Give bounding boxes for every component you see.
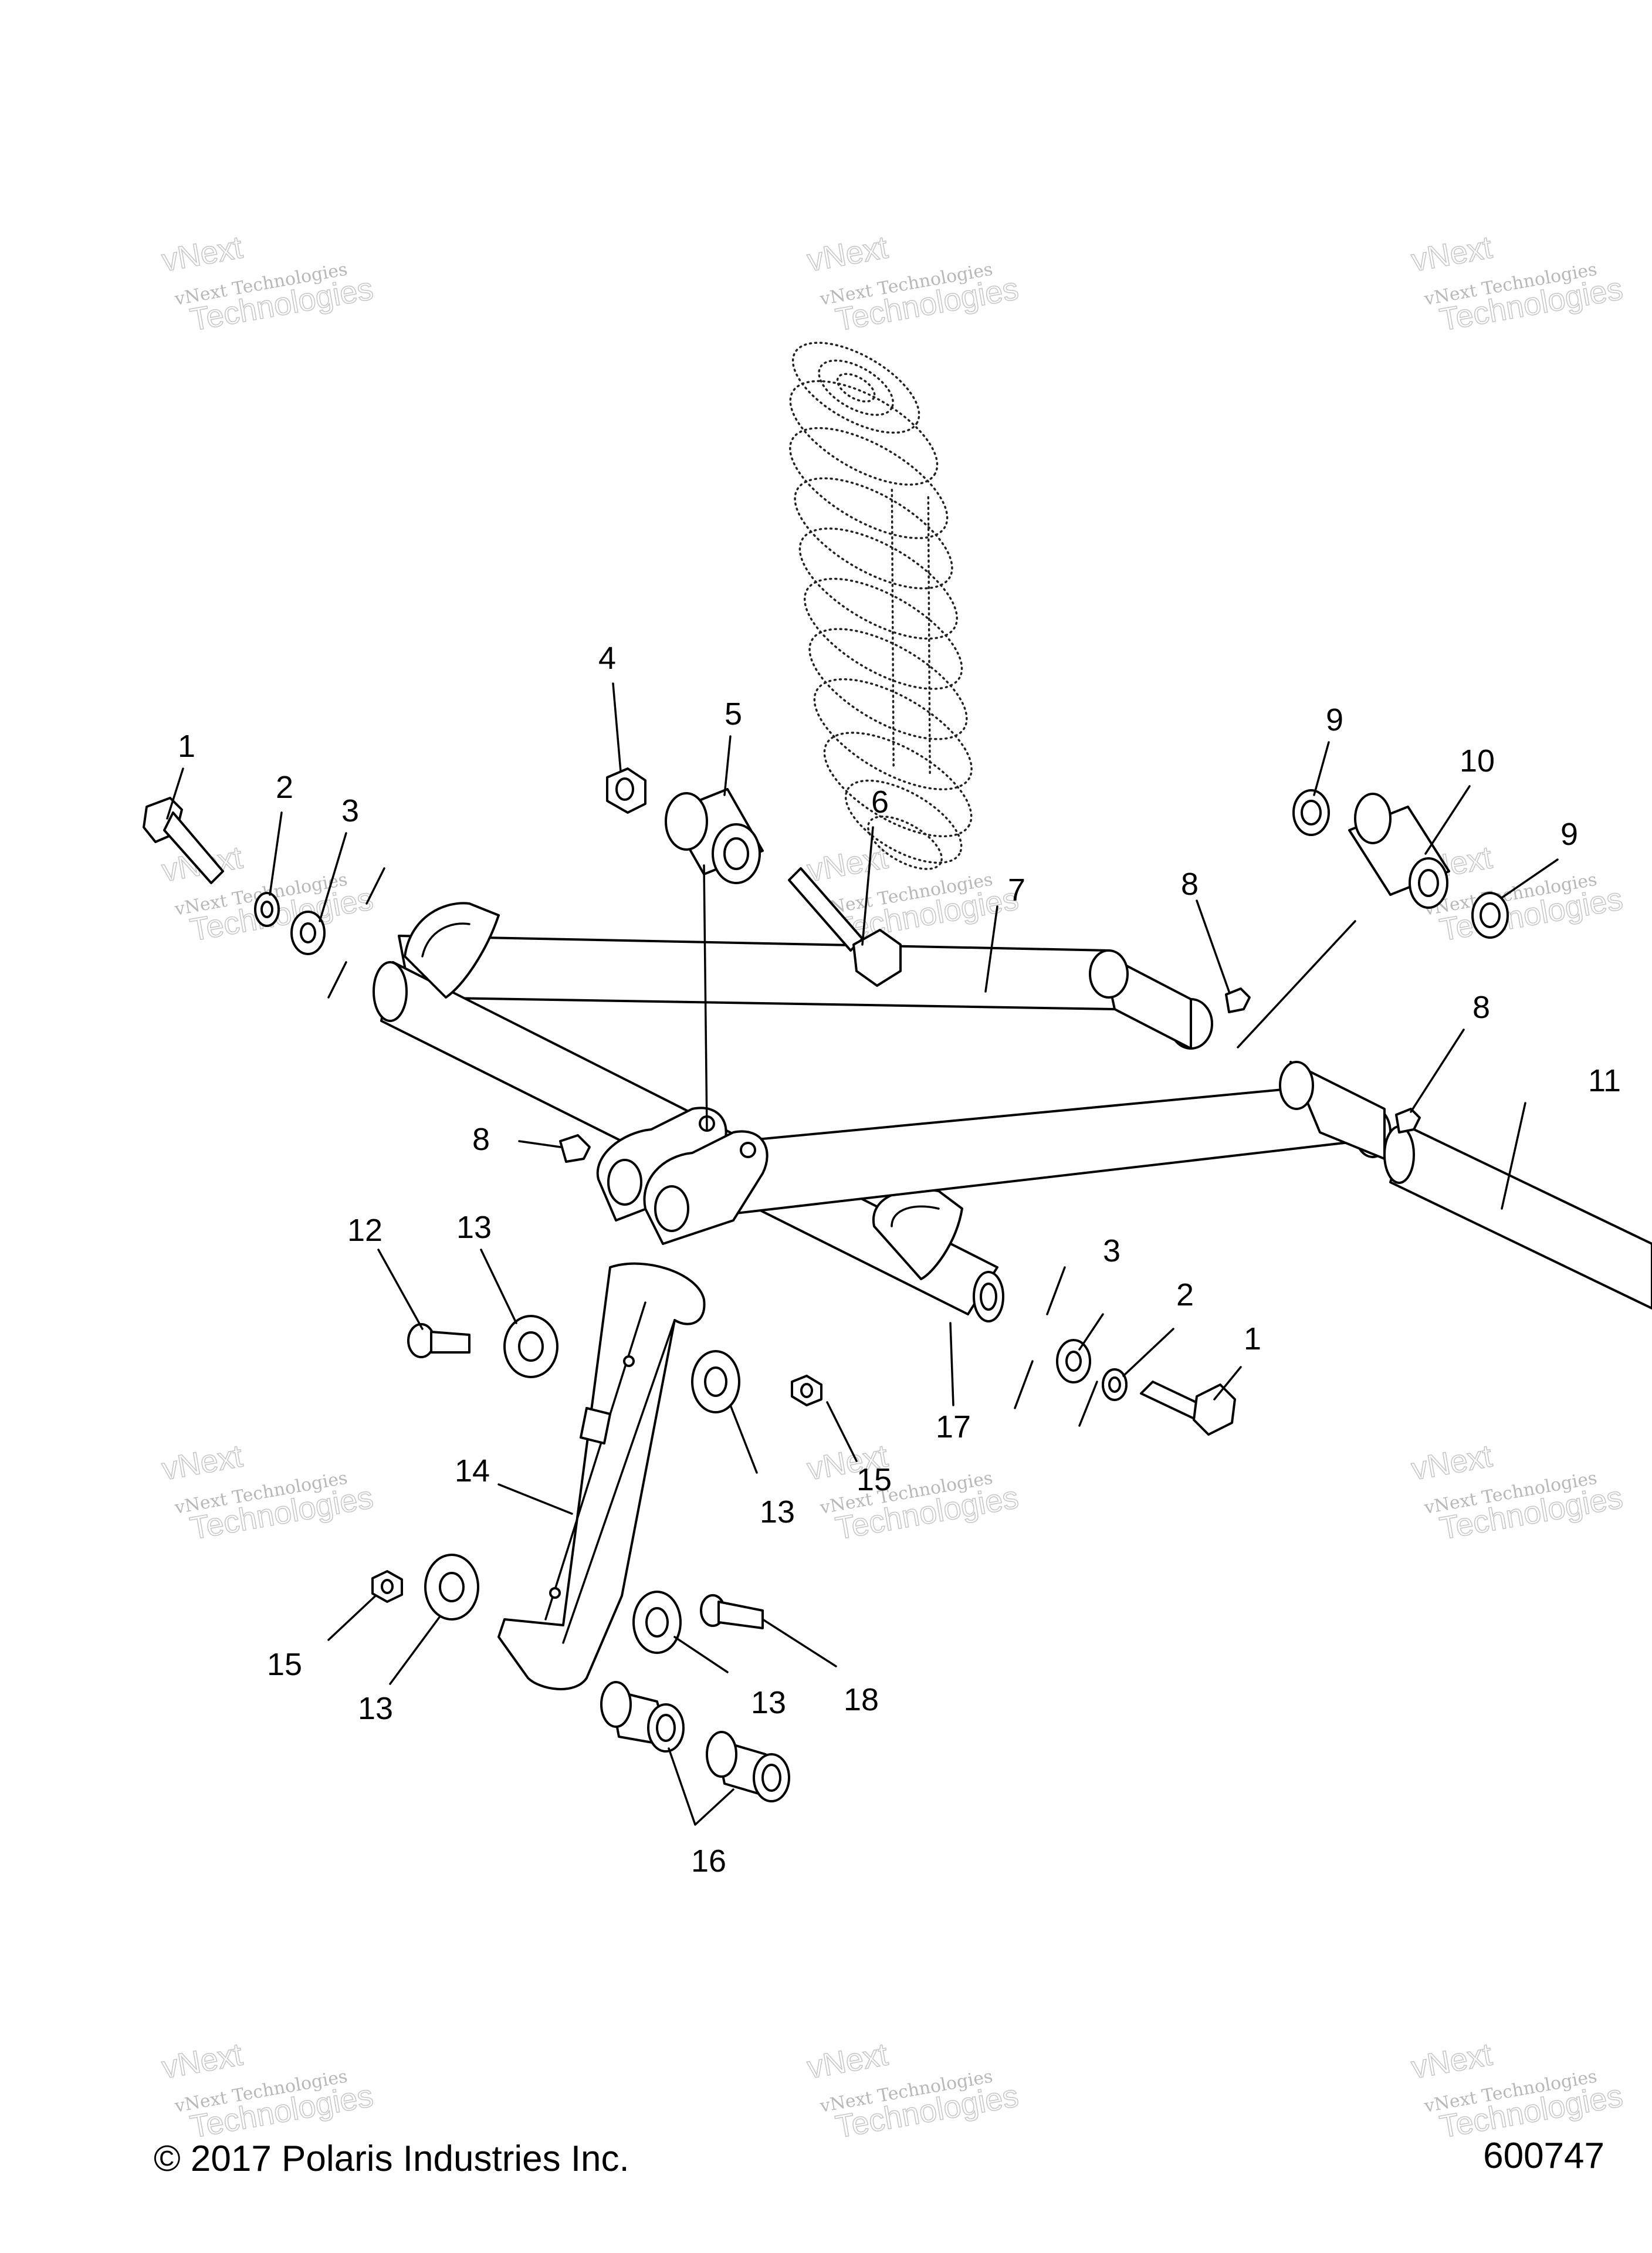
torque-link-arm [497, 1262, 706, 1690]
callout-13-top: 13 [456, 1210, 492, 1245]
svg-text:vNext: vNext [159, 1438, 245, 1487]
callout-7: 7 [1008, 872, 1025, 908]
callout-13-bottom-right: 13 [751, 1685, 786, 1720]
callout-1-right: 1 [1244, 1321, 1261, 1356]
callout-13-mid: 13 [760, 1494, 795, 1530]
svg-text:vNext: vNext [1409, 2037, 1494, 2085]
callout-2-left: 2 [276, 770, 293, 805]
bolt-right [1140, 1381, 1236, 1436]
svg-text:vNext: vNext [1409, 229, 1494, 278]
watermark-top-left: vNext vNext Technologies Technologies [159, 229, 377, 339]
pin-bolt [700, 1594, 764, 1629]
callout-9-right: 9 [1560, 817, 1578, 852]
callout-8-left: 8 [472, 1122, 490, 1157]
watermark-low-left: vNext vNext Technologies Technologies [159, 1438, 377, 1547]
callout-9-top: 9 [1326, 702, 1343, 738]
callout-5: 5 [725, 696, 742, 732]
figure-number: 600747 [1483, 2136, 1604, 2176]
watermark-top-right: vNext vNext Technologies Technologies [1409, 229, 1626, 339]
watermark-low-center: vNext vNext Technologies Technologies [804, 1438, 1022, 1547]
callout-3-left: 3 [341, 793, 359, 828]
callout-17: 17 [936, 1409, 971, 1445]
lock-nut [606, 767, 646, 814]
guide-line-left [327, 867, 385, 999]
watermark-bottom-right: vNext vNext Technologies Technologies [1409, 2037, 1626, 2146]
callout-4: 4 [598, 641, 616, 676]
swing-arm-assembly [373, 902, 1652, 1322]
rail-tube [1383, 1125, 1652, 1310]
callout-2-right: 2 [1176, 1277, 1194, 1312]
lock-washer-right [1102, 1368, 1128, 1401]
svg-text:vNext: vNext [804, 229, 890, 278]
watermark-low-right: vNext vNext Technologies Technologies [1409, 1438, 1626, 1547]
flange-nut-1 [791, 1375, 822, 1406]
flanged-bushing-1 [600, 1681, 685, 1753]
washer-right-b [1471, 892, 1509, 939]
callout-15-top: 15 [857, 1462, 892, 1497]
callout-14: 14 [455, 1453, 490, 1489]
bushing-washer-1 [503, 1315, 558, 1378]
grease-fitting-right [1395, 1108, 1421, 1134]
callout-12: 12 [347, 1213, 382, 1248]
watermark-bottom-left: vNext vNext Technologies Technologies [159, 2037, 377, 2146]
callout-6: 6 [871, 784, 889, 820]
bushing-washer-3 [424, 1554, 479, 1621]
callout-11: 11 [1588, 1063, 1621, 1098]
callout-10: 10 [1460, 743, 1495, 779]
svg-text:vNext: vNext [159, 229, 245, 278]
callout-3-right: 3 [1103, 1233, 1120, 1268]
grease-fitting-left [559, 1134, 591, 1163]
callout-15-bottom: 15 [267, 1647, 302, 1682]
carriage-bolt [407, 1323, 470, 1358]
svg-text:vNext: vNext [159, 2037, 245, 2085]
copyright-notice: © 2017 Polaris Industries Inc. [154, 2139, 629, 2179]
leader-lines [166, 682, 1559, 1826]
lock-washer-left [254, 892, 280, 927]
lower-tube [644, 1061, 1392, 1222]
callout-16: 16 [691, 1843, 726, 1879]
callout-numbers: 1 2 3 4 5 6 7 8 9 10 9 8 11 8 12 13 14 1… [178, 641, 1621, 1879]
pivot-plates [596, 1107, 769, 1245]
flat-washer-right [1056, 1339, 1091, 1383]
flange-nut-2 [371, 1570, 403, 1603]
bolt-left [143, 797, 224, 884]
flanged-bushing-2 [706, 1731, 790, 1802]
callout-8-right: 8 [1472, 990, 1490, 1025]
callout-18: 18 [844, 1682, 879, 1717]
svg-text:vNext: vNext [804, 2037, 890, 2085]
guide-line-right [1237, 920, 1356, 1048]
pivot-bushing [665, 788, 764, 884]
grease-fitting-top [1225, 987, 1251, 1013]
svg-text:vNext: vNext [1409, 1438, 1494, 1487]
callout-8-top: 8 [1181, 867, 1199, 902]
hardware [143, 767, 1509, 1802]
spacer-sleeve [1348, 793, 1450, 909]
bushing-washer-2 [691, 1350, 740, 1413]
washer-right-a [1292, 789, 1330, 836]
callout-1-left: 1 [178, 729, 195, 764]
flat-washer-left [290, 911, 326, 955]
watermark-top-center: vNext vNext Technologies Technologies [804, 229, 1022, 339]
svg-text:vNext: vNext [804, 840, 890, 888]
callout-13-bottom-left: 13 [358, 1691, 393, 1726]
guide-line-lower [1014, 1266, 1098, 1427]
watermark-bottom-center: vNext vNext Technologies Technologies [804, 2037, 1022, 2146]
shock-spring-phantom [789, 341, 973, 870]
bushing-washer-4 [632, 1591, 682, 1654]
